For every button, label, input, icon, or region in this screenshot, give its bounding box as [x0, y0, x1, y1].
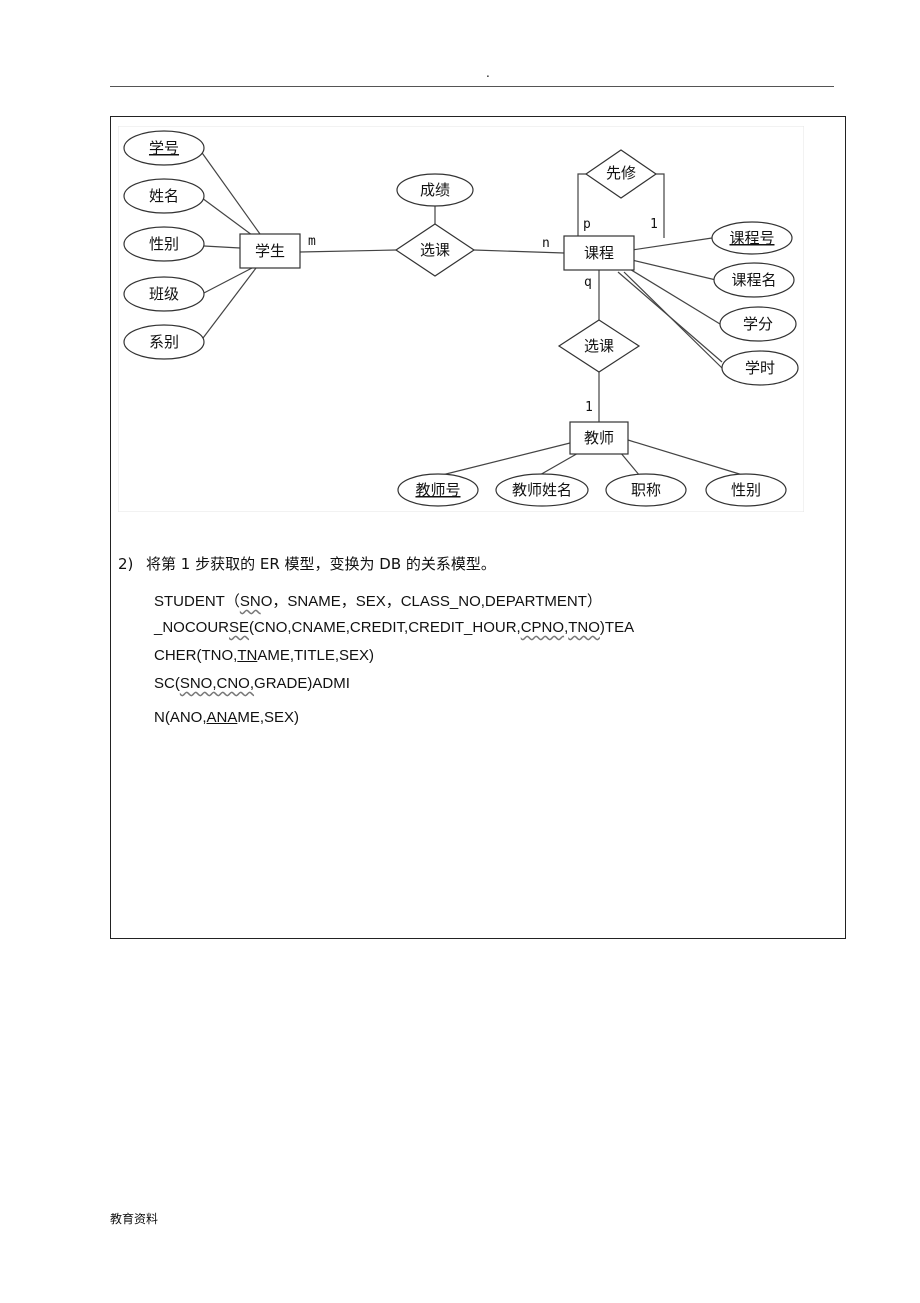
edge-student-enroll [299, 249, 397, 253]
schema-text: _NOCOUR [154, 619, 230, 636]
edge-student-attr-3 [203, 245, 241, 249]
edge-student-attr-4 [201, 267, 253, 295]
schema-key: SN [239, 593, 261, 610]
attr-student-class-label: 班级 [149, 285, 179, 303]
attr-course-name-label: 课程名 [731, 271, 776, 289]
attr-grade: 成绩 [396, 173, 474, 207]
schema-text: N(ANO, [154, 709, 207, 726]
attr-course-hours-label: 学时 [745, 359, 775, 377]
attr-course-credit-label: 学分 [743, 315, 773, 333]
attr-course-no-label: 课程号 [729, 229, 774, 247]
header-rule [110, 86, 834, 87]
edge-course-attr-1 [631, 237, 713, 251]
schema-key: SNO,CNO, [179, 675, 255, 692]
attr-course-no: 课程号 [711, 221, 793, 255]
edge-student-attr-2 [201, 197, 257, 239]
attr-student-gender: 性别 [123, 226, 205, 262]
schema-key: ANA [206, 709, 238, 726]
edge-course-attr-3 [627, 267, 721, 325]
attr-course-hours: 学时 [721, 350, 799, 386]
edge-teacher-attr-2 [537, 451, 581, 477]
step-text: 将第 1 步获取的 ER 模型，变换为 DB 的关系模型。 [146, 555, 496, 573]
attr-course-name: 课程名 [713, 262, 795, 298]
schema-key: CPNO [520, 619, 565, 636]
edge-teacher-attr-4 [627, 439, 747, 477]
attr-student-name-label: 姓名 [149, 187, 179, 205]
card-prereq-1: 1 [650, 217, 658, 232]
schema-text: AME,TITLE,SEX) [257, 647, 375, 664]
entity-course: 课程 [563, 235, 635, 271]
card-student-m: m [308, 234, 316, 249]
schema-text: (CNO,CNAME,CREDIT,CREDIT_HOUR, [249, 619, 521, 636]
attr-teacher-no-label: 教师号 [415, 481, 460, 499]
edge-course-attr-2 [631, 259, 717, 281]
schema-line-2: _NOCOURSE(CNO,CNAME,CREDIT,CREDIT_HOUR,C… [154, 619, 634, 636]
schema-text: STUDENT（ [154, 593, 240, 610]
card-course-n: n [542, 236, 550, 251]
attr-student-gender-label: 性别 [149, 235, 179, 253]
step-number: 2) [118, 555, 134, 573]
attr-student-class: 班级 [123, 276, 205, 312]
schema-text: O，SNAME，SEX，CLASS_NO,DEPARTMENT） [260, 593, 602, 610]
attr-student-no: 学号 [123, 130, 205, 166]
relation-teach: 选课 [557, 319, 641, 373]
attr-teacher-title-label: 职称 [631, 481, 661, 499]
attr-course-credit: 学分 [719, 306, 797, 342]
schema-line-5: N(ANO,ANAME,SEX) [154, 709, 299, 726]
attr-teacher-title: 职称 [605, 473, 687, 507]
card-prereq-p: p [583, 217, 591, 232]
edge-prereq-right [656, 173, 665, 238]
entity-course-label: 课程 [584, 244, 614, 262]
edge-teacher-attr-3 [619, 451, 641, 477]
entity-student-label: 学生 [255, 242, 285, 260]
footer-label: 教育资料 [110, 1212, 159, 1226]
edge-student-attr-5 [199, 267, 257, 343]
schema-line-3: CHER(TNO,TNAME,TITLE,SEX) [154, 647, 374, 664]
schema-key: TNO [568, 619, 600, 636]
schema-line-1: STUDENT（SNO，SNAME，SEX，CLASS_NO,DEPARTMEN… [154, 590, 602, 611]
edge-course-attr-4b [623, 271, 723, 369]
header-mark: . [486, 66, 490, 80]
attr-student-dept-label: 系别 [149, 333, 179, 351]
attr-student-no-label: 学号 [149, 139, 179, 157]
edge-teacher-attr-1 [437, 441, 575, 477]
edge-student-attr-1 [199, 149, 261, 235]
schema-text: ME,SEX) [237, 709, 300, 726]
schema-text: GRADE)ADMI [254, 675, 350, 692]
attr-teacher-name-label: 教师姓名 [512, 481, 572, 499]
relation-prereq-label: 先修 [606, 164, 636, 182]
entity-teacher: 教师 [569, 421, 629, 455]
schema-text: )TEA [599, 619, 635, 636]
card-teach-1: 1 [585, 400, 593, 415]
schema-text: SC( [154, 675, 180, 692]
entity-student: 学生 [239, 233, 301, 269]
er-diagram: 学号 姓名 性别 班级 系别 学生 成绩 选课 m n 先修 p 1 课 [118, 126, 804, 512]
attr-student-name: 姓名 [123, 178, 205, 214]
schema-key: SE [229, 619, 250, 636]
attr-grade-label: 成绩 [420, 181, 450, 199]
schema-text: , [564, 619, 569, 636]
attr-teacher-gender-label: 性别 [731, 481, 761, 499]
relation-prereq: 先修 [584, 149, 658, 199]
relation-enroll-label: 选课 [420, 241, 450, 259]
card-teach-q: q [584, 275, 592, 290]
content-box [110, 116, 846, 939]
relation-teach-label: 选课 [584, 337, 614, 355]
attr-teacher-gender: 性别 [705, 473, 787, 507]
attr-teacher-no: 教师号 [397, 473, 479, 507]
schema-line-4: SC(SNO,CNO,GRADE)ADMI [154, 675, 350, 692]
entity-teacher-label: 教师 [584, 429, 614, 447]
step-2-instruction: 2) 将第 1 步获取的 ER 模型，变换为 DB 的关系模型。 [118, 553, 496, 574]
edge-prereq-left [577, 173, 586, 238]
attr-teacher-name: 教师姓名 [495, 473, 589, 507]
edge-enroll-course [473, 249, 565, 254]
schema-key: TN [237, 647, 258, 664]
relation-enroll: 选课 [394, 223, 476, 277]
schema-text: CHER(TNO, [154, 647, 238, 664]
attr-student-dept: 系别 [123, 324, 205, 360]
